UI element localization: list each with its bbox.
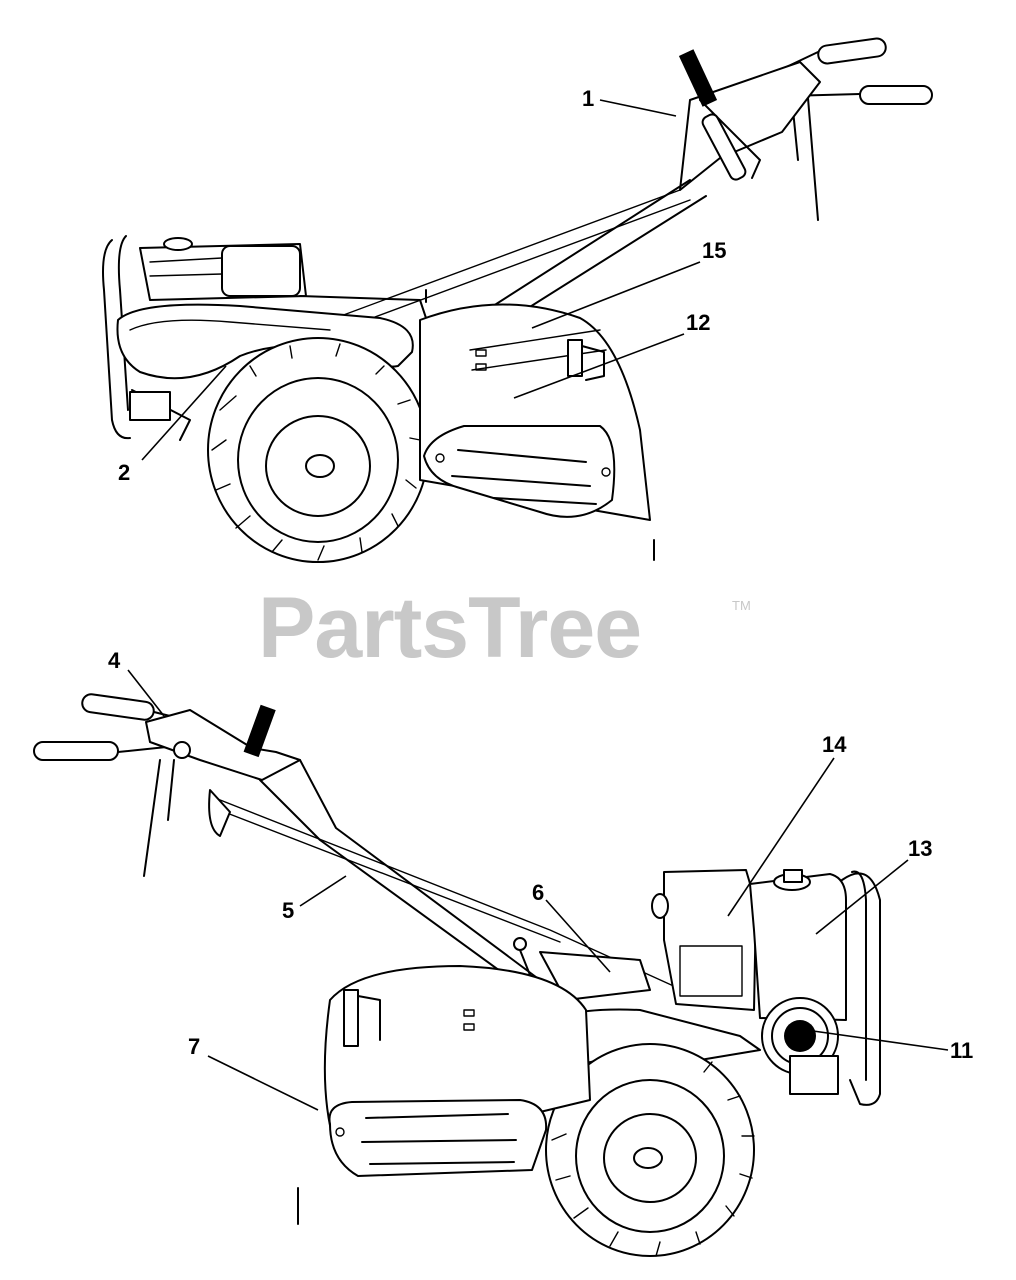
tiller-bottom-view [33,693,881,1257]
depth-bar-bracket-bottom [789,1055,839,1095]
tiller-top-view [102,37,933,563]
leader-4 [127,669,165,717]
leader-1 [599,99,677,117]
leader-13 [815,859,909,935]
handlebar-tube-bottom [208,759,701,1001]
depth-bar-bracket-top [129,391,171,421]
side-shield-top [423,425,616,518]
callout-6: 6 [532,880,545,905]
callout-13: 13 [908,836,933,861]
leader-5 [299,875,347,907]
gear-shift-bracket-bottom [513,937,651,1001]
callout-12: 12 [686,310,711,335]
trademark-symbol: TM [732,598,751,613]
leader-6 [545,899,611,973]
callout-15: 15 [702,238,727,263]
handle-grips-bottom [33,693,179,877]
callout-14: 14 [822,732,847,757]
side-shield-bottom [328,1099,548,1177]
wheel-top [207,337,429,563]
front-bumper-bottom [841,870,881,1106]
leader-12 [513,333,685,399]
handle-grips-top [779,37,933,221]
handle-console-bottom [145,704,301,781]
leader-lines [127,99,949,1111]
watermark: PartsTree [258,580,642,676]
front-bumper-top [102,235,131,440]
callout-4: 4 [108,648,121,673]
callout-7: 7 [188,1034,201,1059]
leader-11 [805,1029,949,1051]
leader-15 [531,261,701,329]
leader-14 [727,757,835,917]
handle-console-top [678,49,821,191]
engine-bottom [651,869,847,1075]
callout-1: 1 [582,86,595,111]
callout-5: 5 [282,898,295,923]
callout-2: 2 [118,460,131,485]
engine-top [139,237,307,301]
leader-2 [141,365,227,461]
callout-11: 11 [950,1038,974,1063]
wheel-bottom [545,1043,755,1257]
leader-7 [207,1055,319,1111]
